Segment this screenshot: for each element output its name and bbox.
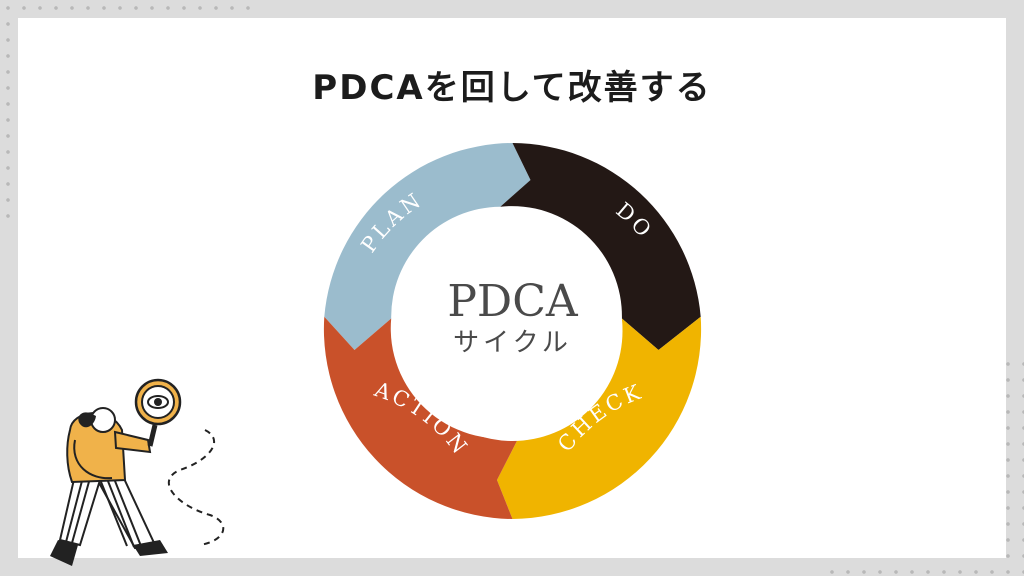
action-segment [323,316,519,519]
do-segment [500,143,701,350]
center-title: PDCA [447,276,579,327]
center-subtitle: サイクル [453,328,572,358]
page-title: PDCAを回して改善する [312,68,712,108]
check-segment [497,316,702,519]
person-with-magnifying-glass-icon [50,378,225,566]
plan-segment [324,143,531,350]
cycle-center [402,221,623,441]
